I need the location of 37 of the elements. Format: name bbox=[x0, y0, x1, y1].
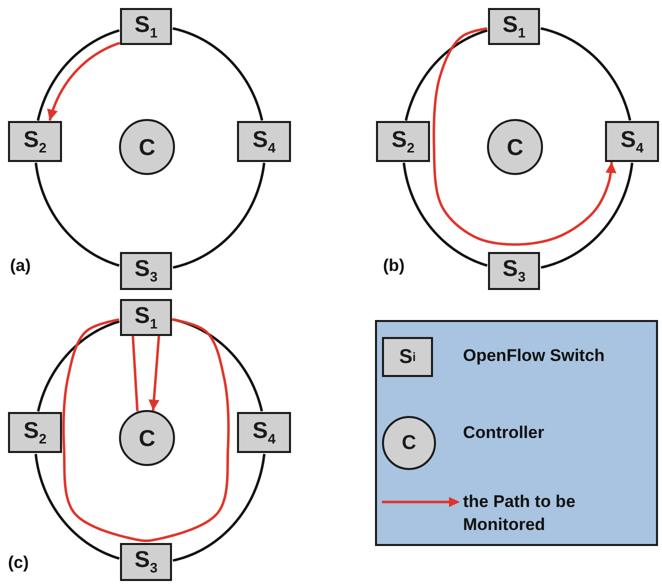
switch-box: S$_{4}$ bbox=[605, 121, 659, 162]
connector-line bbox=[34, 162, 120, 267]
arrow bbox=[432, 27, 616, 246]
arrow bbox=[148, 335, 160, 412]
panel-label: (c) bbox=[8, 553, 29, 573]
arrow bbox=[47, 42, 120, 121]
switch-box: S$_{4}$ bbox=[237, 412, 291, 453]
connector-line bbox=[36, 29, 120, 121]
switch-box: S$_{2}$ bbox=[8, 121, 62, 162]
controller-circle: C bbox=[119, 119, 175, 175]
connector-line bbox=[36, 320, 120, 412]
controller-circle: C bbox=[487, 119, 543, 175]
switch-box: S$_{1}$ bbox=[120, 8, 172, 45]
panel-label: (a) bbox=[10, 256, 31, 276]
legend-text: Controller bbox=[463, 422, 546, 444]
connector-line bbox=[402, 162, 488, 267]
connector-line bbox=[540, 27, 632, 121]
connector-line bbox=[540, 162, 634, 269]
connector-line bbox=[172, 162, 266, 269]
switch-box: S$_{2}$ bbox=[376, 121, 430, 162]
connector-line bbox=[404, 29, 488, 121]
panel-label: (b) bbox=[383, 256, 405, 276]
switch-box: S$_{2}$ bbox=[8, 412, 62, 453]
connector-line bbox=[172, 454, 266, 562]
switch-box: S$_{3}$ bbox=[488, 252, 540, 290]
legend-text: the Path to be Monitored bbox=[463, 491, 576, 536]
connector-line bbox=[132, 335, 139, 412]
legend-text: OpenFlow Switch bbox=[463, 345, 606, 367]
connector-line bbox=[62, 318, 230, 542]
connector-line bbox=[172, 27, 264, 121]
controller-circle: C bbox=[119, 410, 175, 466]
connector-line bbox=[34, 454, 120, 560]
switch-box: S$_{4}$ bbox=[237, 121, 291, 162]
switch-box: S$_{1}$ bbox=[488, 8, 540, 45]
switch-box: S$_{3}$ bbox=[120, 252, 172, 290]
switch-box: S$_{1}$ bbox=[120, 299, 172, 336]
switch-box: S$_{3}$ bbox=[120, 543, 172, 581]
